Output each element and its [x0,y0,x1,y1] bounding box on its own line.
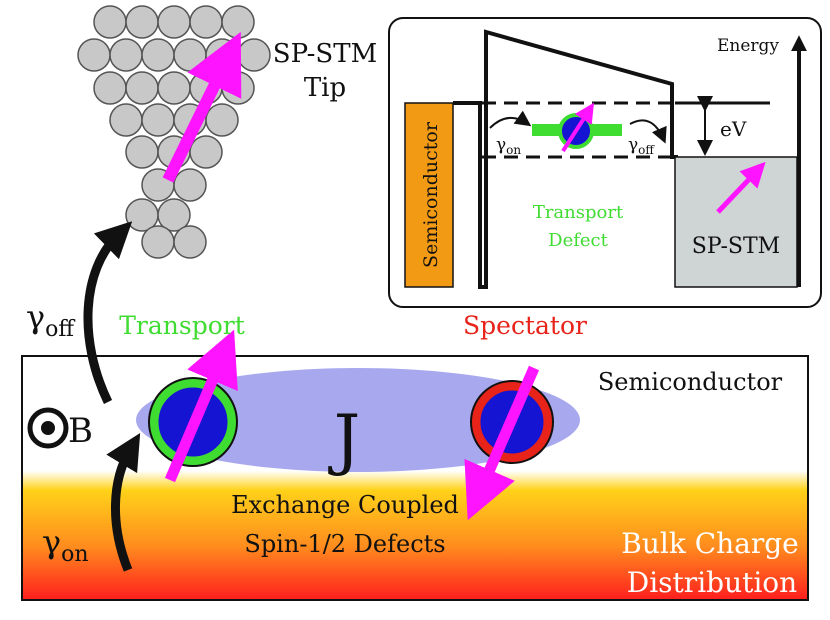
tip-atom [109,38,143,72]
tip-atom [189,135,223,169]
inset-tip-label: SP-STM [692,234,780,259]
spectator-label: Spectator [463,311,587,340]
tip-atom [221,5,255,39]
tip-atom [205,103,239,137]
tip-atom [125,135,159,169]
gamma-off-label: γoff [26,298,75,342]
tip-atom [125,71,159,105]
semiconductor-panel: J Semiconductor Exchange Coupled Spin-1/… [21,329,809,601]
tip-atom [173,168,207,202]
inset-tip-block [674,156,798,288]
gamma-on-arrow [106,433,141,572]
field-label: B [68,411,93,451]
inset-semiconductor-label: Semiconductor [420,121,442,268]
tunnel-barrier [453,29,678,289]
panel-semiconductor-label: Semiconductor [598,368,783,396]
tip-atom [141,103,175,137]
tip-atom [237,38,271,72]
inset-semiconductor-block [404,102,454,288]
tip-atom [93,5,127,39]
tip-atom [189,5,223,39]
tip-atom [109,103,143,137]
defects-label-line1: Exchange Coupled [231,491,459,519]
inset-gamma-on-label: γon [496,135,521,157]
tip-label-line2: Tip [304,73,346,103]
gamma-off-arrow [83,221,133,404]
transport-defect-label-line1: Transport [533,202,624,223]
gamma-on-label: γon [42,523,89,567]
tip-atom [77,38,111,72]
tip-atom [157,198,191,232]
inset-gamma-off-arrow [629,119,667,144]
tip-atom [157,71,191,105]
tip-spin-arrow [162,31,242,183]
energy-axis-label: Energy [717,36,779,56]
bulk-label-line2: Distribution [627,566,797,599]
inset-gamma-off-label: γoff [628,135,655,157]
tip-atom [157,5,191,39]
transport-label: Transport [119,311,245,340]
transport-spin-arrow [164,329,238,483]
tip-atom-cluster [77,5,271,259]
bulk-label-line1: Bulk Charge [621,527,798,560]
coupling-label: J [328,401,360,478]
spectator-spin-arrow [464,365,540,521]
inset-gamma-on-arrow [489,110,532,129]
tip-atom [173,38,207,72]
tip-atom [141,38,175,72]
energy-diagram-inset: Semiconductor SP-STM eV Energy γon γoff … [388,17,822,308]
inset-defect-spin-arrow [561,102,595,153]
defects-label-line2: Spin-1/2 Defects [244,530,445,558]
tip-atom [125,5,159,39]
tip-label-line1: SP-STM [273,39,377,69]
magnetic-field-out-of-page-icon [27,407,69,449]
inset-tip-spin-arrow [716,161,766,214]
transport-defect-label-line2: Defect [548,230,608,251]
tip-atom [221,71,255,105]
bias-label: eV [720,117,747,141]
tip-atom [141,225,175,259]
tip-atom [173,225,207,259]
tip-atom [93,71,127,105]
exchange-coupling-cloud [136,368,580,472]
